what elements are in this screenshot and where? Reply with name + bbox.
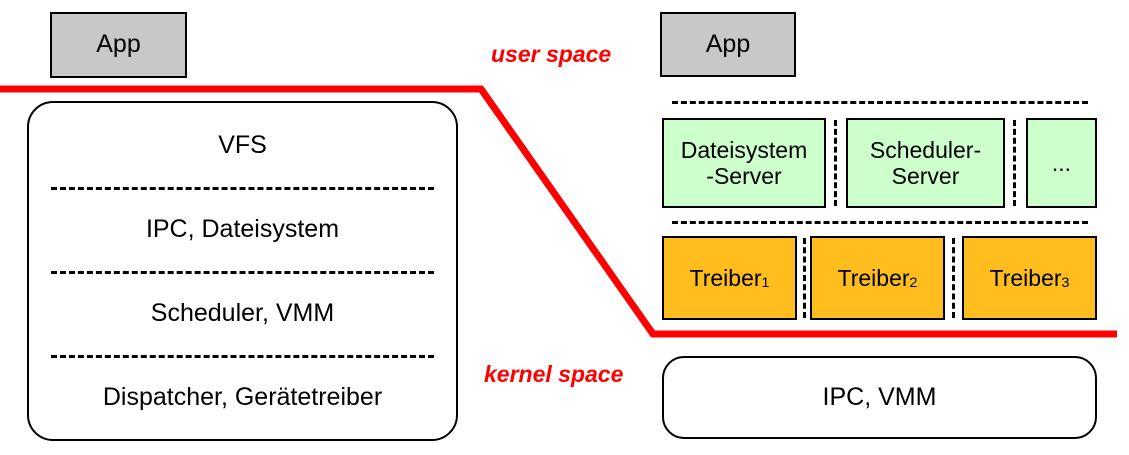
server-row-top-divider (672, 101, 1088, 104)
driver-divider-1 (803, 238, 806, 318)
monolithic-layer-dispatcher-geraetetreiber: Dispatcher, Gerätetreiber (29, 355, 456, 439)
kernel-space-label: kernel space (484, 361, 624, 387)
server-divider-1 (834, 120, 837, 206)
server-box-dateisystem: Dateisystem -Server (662, 118, 826, 208)
monolithic-layer-ipc-dateisystem: IPC, Dateisystem (29, 187, 456, 271)
monolithic-layer-vfs: VFS (218, 130, 267, 159)
app-box-monolithic: App (50, 12, 187, 78)
driver-row-top-divider (672, 221, 1088, 224)
app-box-microkernel: App (660, 12, 796, 77)
driver-index-3: 3 (1061, 274, 1070, 291)
server-box-scheduler: Scheduler- Server (846, 118, 1005, 208)
driver-label-3: Treiber (989, 264, 1062, 291)
server-divider-2 (1013, 120, 1016, 206)
driver-divider-2 (952, 238, 955, 318)
server-box-more: ... (1026, 118, 1097, 208)
driver-label-2: Treiber (837, 264, 910, 291)
monolithic-layer-scheduler-vmm: Scheduler, VMM (29, 271, 456, 355)
driver-index-2: 2 (909, 274, 918, 291)
monolithic-kernel-box: VFS IPC, Dateisystem Scheduler, VMM Disp… (27, 101, 458, 441)
microkernel-base-box: IPC, VMM (662, 356, 1097, 439)
driver-index-1: 1 (761, 274, 770, 291)
driver-label-1: Treiber (689, 264, 762, 291)
user-space-label: user space (491, 41, 612, 67)
